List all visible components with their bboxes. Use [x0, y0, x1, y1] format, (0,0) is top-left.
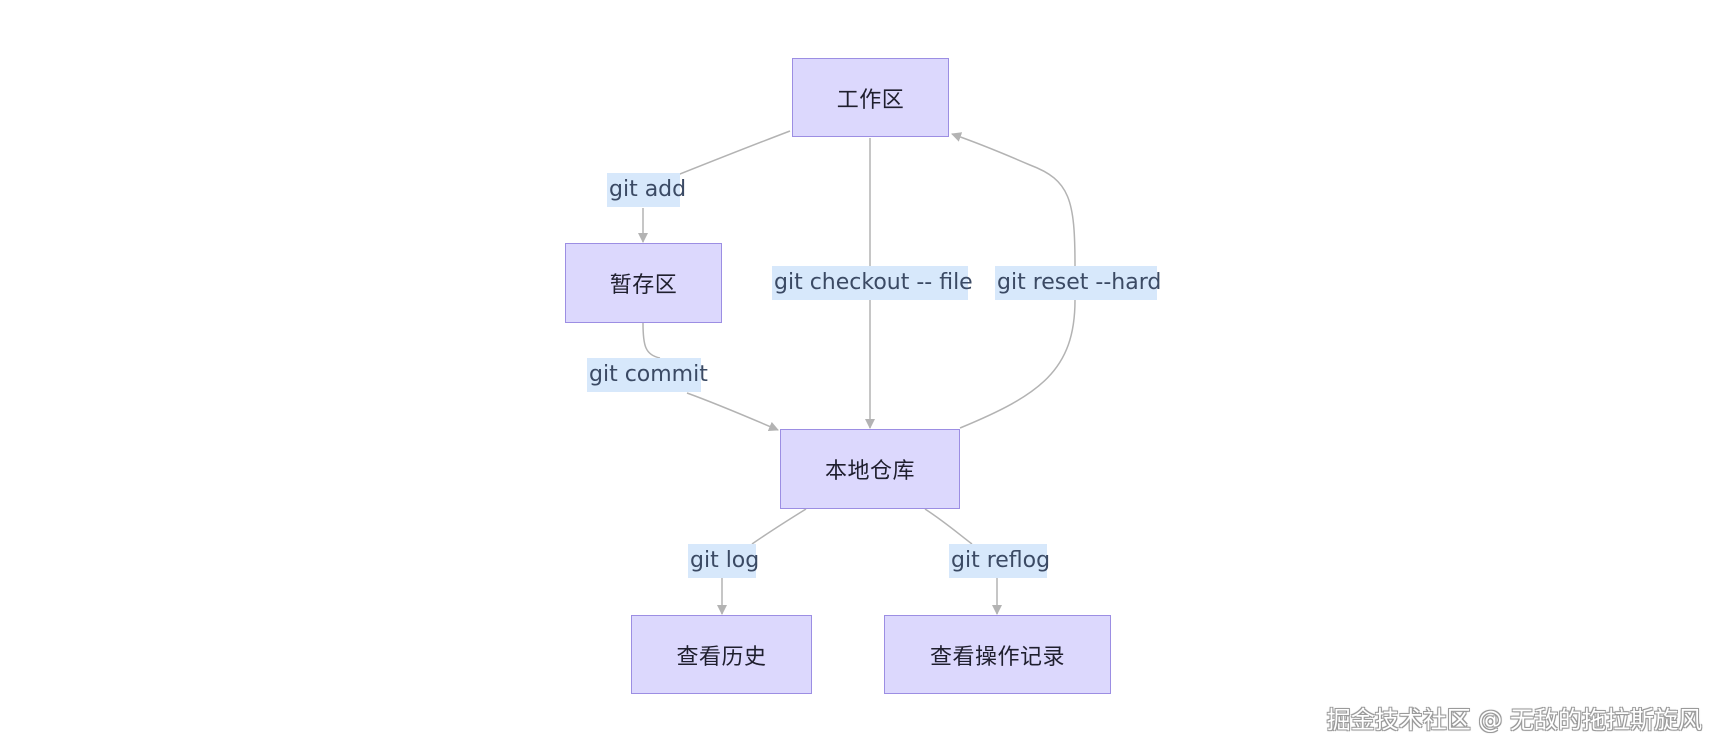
node-local-repo-label: 本地仓库	[824, 459, 915, 484]
edge-label-git-add: git add	[607, 173, 686, 207]
node-workspace: 工作区	[792, 58, 949, 137]
edge-label-git-reflog: git reflog	[949, 544, 1050, 578]
edge-label-git-log: git log	[688, 544, 759, 578]
edge-label-git-checkout: git checkout -- file	[772, 266, 973, 300]
edge-git-reflog	[924, 508, 997, 614]
edge-git-reset	[952, 134, 1076, 429]
node-workspace-label: 工作区	[836, 87, 905, 113]
node-view-oplog: 查看操作记录	[884, 615, 1111, 694]
edge-label-git-commit: git commit	[587, 358, 708, 392]
node-view-oplog-label: 查看操作记录	[929, 644, 1065, 670]
watermark: 掘金技术社区 @ 无敌的拖拉斯旋风	[1326, 706, 1702, 734]
edge-git-commit	[642, 322, 778, 430]
node-staging-label: 暂存区	[609, 273, 678, 298]
node-view-history: 查看历史	[631, 615, 812, 694]
node-local-repo: 本地仓库	[780, 429, 960, 509]
edge-git-log	[722, 508, 807, 614]
edge-label-git-reset: git reset --hard	[995, 266, 1161, 300]
node-staging: 暂存区	[565, 243, 722, 323]
node-view-history-label: 查看历史	[676, 644, 767, 670]
